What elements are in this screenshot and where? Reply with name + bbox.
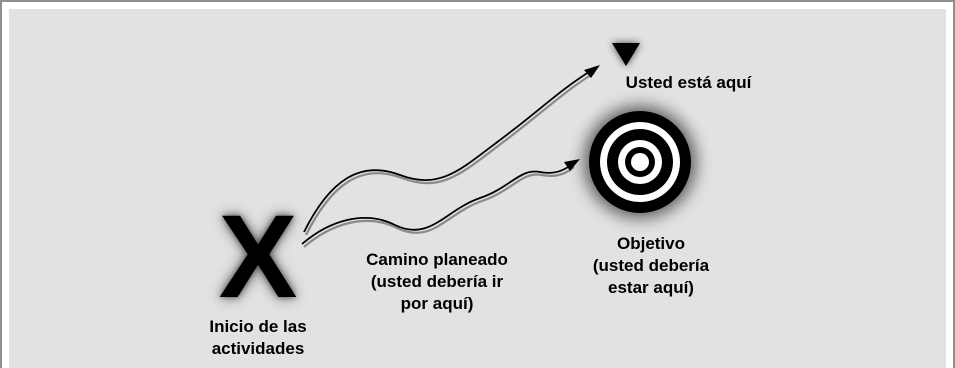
current-position-label: Usted está aquí <box>625 73 752 92</box>
target-icon <box>584 106 696 218</box>
triangle-down-marker-icon <box>612 43 640 66</box>
diagram-panel <box>9 9 946 368</box>
planned-path-label: Camino planeado (usted debería ir por aq… <box>332 249 542 315</box>
goal-label-line3: estar aquí) <box>608 278 694 297</box>
planned-path-arrowhead <box>564 159 580 171</box>
goal-label-line2: (usted debería <box>592 256 710 275</box>
start-label-line2: actividades <box>211 339 305 358</box>
planned-path-label-line2: (usted debería ir <box>370 272 504 291</box>
planned-path <box>301 159 580 248</box>
planned-path-label-line1: Camino planeado <box>366 250 508 269</box>
planned-path-label-line3: por aquí) <box>400 294 474 313</box>
actual-path <box>303 65 600 236</box>
start-label-line1: Inicio de las <box>209 317 307 336</box>
start-x-mark: X <box>218 191 298 323</box>
goal-label: Objetivo (usted debería estar aquí) <box>566 233 736 299</box>
goal-label-line1: Objetivo <box>616 234 685 253</box>
start-label: Inicio de las actividades <box>178 316 338 360</box>
actual-path-arrowhead <box>584 65 600 78</box>
